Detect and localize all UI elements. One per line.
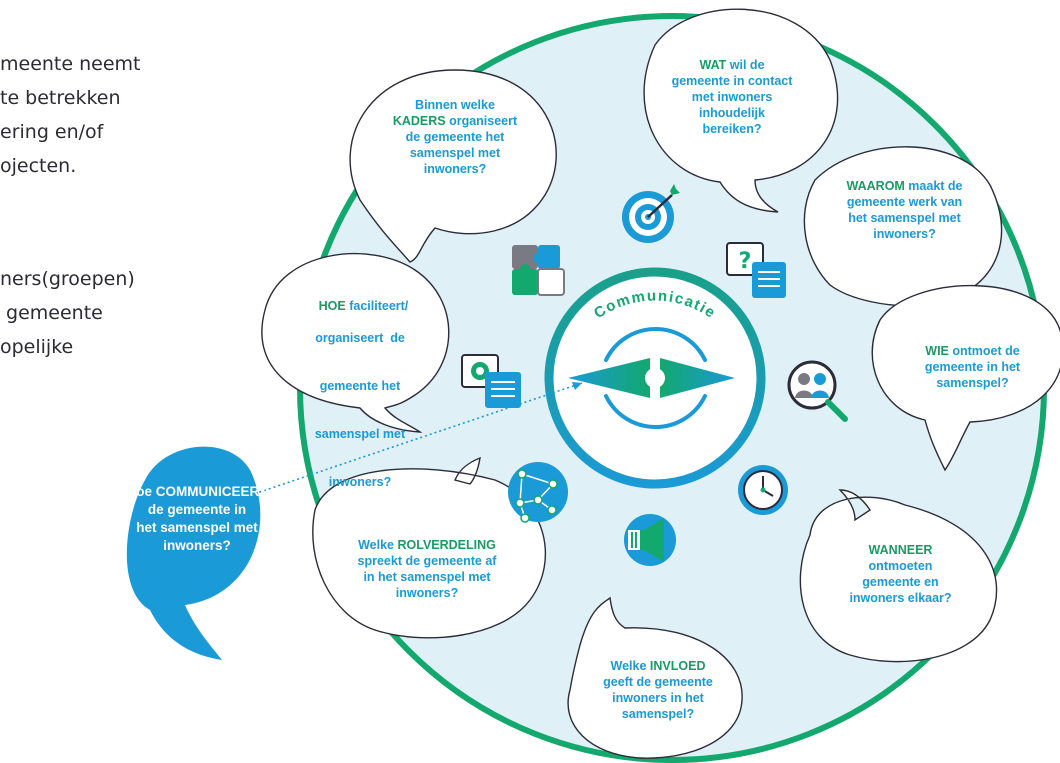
intro-paragraph-1: meente neemt te betrekken ering en/of oj… bbox=[0, 47, 141, 183]
text-line: inwoners? bbox=[163, 538, 231, 553]
bubble-wie bbox=[871, 284, 1060, 472]
intro-line: meente neemt bbox=[0, 53, 141, 75]
text-line: spreekt de gemeente af bbox=[357, 554, 497, 568]
question-chat-icon: ? bbox=[726, 242, 786, 298]
question-waarom: WAAROM maakt de gemeente werk van het sa… bbox=[822, 178, 987, 242]
keyword: INVLOED bbox=[649, 659, 706, 673]
megaphone-icon bbox=[624, 514, 676, 566]
bubble-wanneer bbox=[799, 489, 998, 663]
intro-line: gemeente bbox=[0, 302, 103, 324]
text-line: in het samenspel met bbox=[363, 570, 491, 584]
question-kaders: Binnen welke KADERS organiseert de gemee… bbox=[370, 97, 540, 177]
text-line: bereiken? bbox=[702, 122, 762, 136]
keyword: WIE bbox=[925, 344, 949, 358]
text-line: het samenspel met bbox=[136, 520, 258, 535]
keyword: WANNEER bbox=[868, 543, 933, 557]
intro-line: ojecten. bbox=[0, 155, 77, 177]
text-line: samenspel met bbox=[409, 146, 501, 160]
bubble-rolverdeling bbox=[312, 456, 546, 639]
target-icon bbox=[622, 184, 680, 243]
text-line: met inwoners bbox=[691, 90, 773, 104]
keyword: ROLVERDELING bbox=[397, 538, 496, 552]
text-line: het samenspel met bbox=[848, 211, 961, 225]
question-communiceert: Hoe COMMUNICEERT de gemeente in het same… bbox=[122, 483, 272, 555]
text-line: gemeente werk van bbox=[846, 195, 963, 209]
text-line: geeft de gemeente bbox=[603, 675, 713, 689]
text-line: gemeente in het bbox=[924, 360, 1021, 374]
text: Welke bbox=[610, 659, 650, 673]
text-line: inwoners in het bbox=[612, 691, 704, 705]
text-line: gemeente in contact bbox=[671, 74, 793, 88]
text: maakt de bbox=[904, 179, 963, 193]
bubble-invloed bbox=[567, 596, 743, 759]
text: Welke bbox=[358, 538, 398, 552]
text: ontmoet de bbox=[948, 344, 1020, 358]
text-line: samenspel? bbox=[936, 376, 1009, 390]
text: organiseert bbox=[445, 114, 518, 128]
compass-icon bbox=[544, 267, 766, 489]
connector-line bbox=[244, 382, 583, 498]
people-search-icon bbox=[787, 360, 848, 422]
network-icon bbox=[508, 462, 568, 523]
text-line: samenspel? bbox=[621, 707, 695, 721]
text-line: gemeente het bbox=[319, 379, 401, 393]
question-wie: WIE ontmoet de gemeente in het samenspel… bbox=[890, 343, 1055, 391]
settings-chat-icon bbox=[461, 354, 521, 408]
text-line: inhoudelijk bbox=[699, 106, 765, 120]
question-invloed: Welke INVLOED geeft de gemeente inwoners… bbox=[578, 658, 738, 722]
text-line: de gemeente het bbox=[405, 130, 505, 144]
text-line: de gemeente in bbox=[147, 502, 247, 517]
text-line: gemeente en bbox=[862, 575, 939, 589]
text-line: samenspel met bbox=[314, 427, 406, 441]
text-line: Hoe COMMUNICEERT bbox=[126, 484, 268, 499]
question-hoe: HOE faciliteert/ organiseert de gemeente… bbox=[285, 282, 435, 506]
bubble-kaders bbox=[349, 69, 557, 263]
text-line: inwoners? bbox=[328, 475, 392, 489]
question-wat: WAT wil de gemeente in contact met inwon… bbox=[652, 57, 812, 137]
keyword: HOE bbox=[318, 299, 346, 313]
text-line: inwoners? bbox=[395, 586, 459, 600]
intro-line: ering en/of bbox=[0, 121, 104, 143]
keyword: KADERS bbox=[392, 114, 446, 128]
intro-line: ners(groepen) bbox=[0, 268, 135, 290]
text-line: inwoners elkaar? bbox=[849, 591, 952, 605]
bubble-wat bbox=[643, 8, 839, 213]
clock-icon bbox=[738, 465, 788, 515]
question-wanneer: WANNEER ontmoeten gemeente en inwoners e… bbox=[818, 542, 983, 606]
keyword: WAAROM bbox=[846, 179, 905, 193]
question-rolverdeling: Welke ROLVERDELING spreekt de gemeente a… bbox=[322, 537, 532, 601]
bubble-communiceert bbox=[126, 446, 261, 660]
text-line: inwoners? bbox=[423, 162, 487, 176]
text-line: ontmoeten bbox=[868, 559, 933, 573]
puzzle-icon bbox=[512, 245, 565, 296]
intro-line: opelijke bbox=[0, 336, 74, 358]
text-line: Binnen welke bbox=[415, 98, 495, 112]
svg-text:?: ? bbox=[739, 249, 752, 274]
text-line: organiseert de bbox=[315, 331, 405, 345]
text: faciliteert/ bbox=[345, 299, 409, 313]
text-line: inwoners? bbox=[873, 227, 936, 241]
keyword: WAT bbox=[699, 58, 727, 72]
intro-paragraph-2: ners(groepen) gemeente opelijke bbox=[0, 262, 135, 364]
intro-line: te betrekken bbox=[0, 87, 121, 109]
text: wil de bbox=[726, 58, 765, 72]
bubble-hoe bbox=[261, 253, 450, 433]
